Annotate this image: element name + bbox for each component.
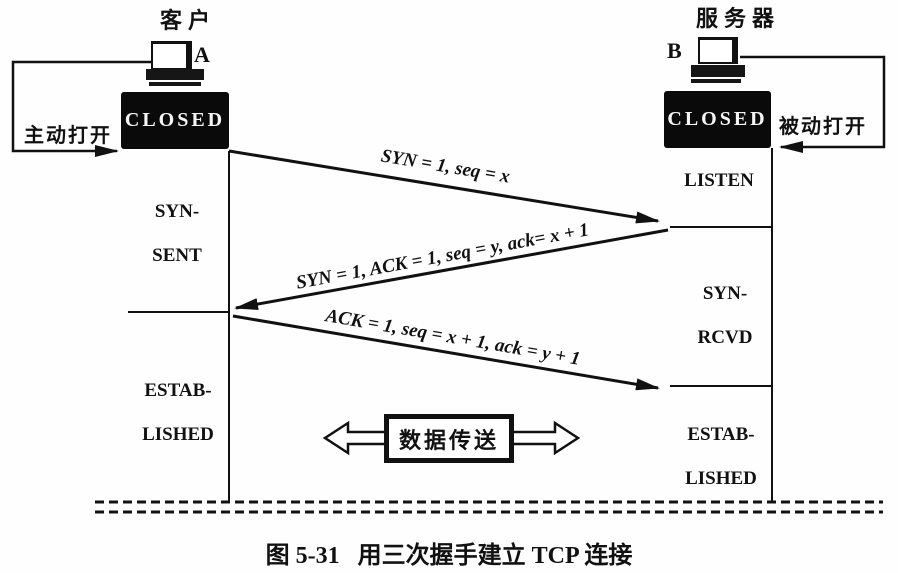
message-arrow-synack <box>234 228 669 310</box>
client-keyboard-icon <box>146 69 204 80</box>
server-state-listen: LISTEN <box>684 170 754 191</box>
server-host-letter: B <box>667 38 682 63</box>
server-state-syn-rcvd-line1: SYN- <box>702 283 748 304</box>
server-state-established: ESTAB- LISHED <box>671 424 771 490</box>
server-state-established-line1: ESTAB- <box>687 424 755 445</box>
server-keyboard-icon <box>691 65 745 77</box>
figure-caption-number: 图 5-31 <box>265 543 340 569</box>
server-state-closed: CLOSED <box>664 91 771 148</box>
figure-caption-title: 用三次握手建立 TCP 连接 <box>357 543 633 569</box>
client-state-established-line2: LISHED <box>142 424 214 445</box>
client-state-syn-sent-line2: SENT <box>152 245 202 266</box>
server-base-icon <box>691 79 741 83</box>
figure-caption: 图 5-31 用三次握手建立 TCP 连接 <box>0 535 898 570</box>
data-transfer-box: 数据传送 <box>384 414 514 463</box>
message-arrow-ack <box>232 314 660 391</box>
data-transfer-left-arrow-icon <box>322 420 388 456</box>
server-state-syn-rcvd: SYN- RCVD <box>675 283 775 349</box>
server-role-label: 服务器 <box>695 6 780 31</box>
data-transfer-right-arrow-icon <box>510 420 581 456</box>
server-open-action-label: 被动打开 <box>779 116 867 138</box>
server-state-syn-rcvd-line2: RCVD <box>697 327 753 348</box>
server-state-established-line2: LISHED <box>685 468 757 489</box>
client-state-closed: CLOSED <box>121 92 229 149</box>
client-state-syn-sent-line1: SYN- <box>154 201 200 222</box>
server-monitor-icon <box>698 37 738 64</box>
client-state-established-line1: ESTAB- <box>144 380 212 401</box>
client-monitor-icon <box>151 41 192 70</box>
message-arrow-syn <box>228 149 660 224</box>
client-state-established: ESTAB- LISHED <box>128 380 228 446</box>
client-open-loop-arrow <box>11 60 152 157</box>
server-open-loop-arrow <box>740 55 886 153</box>
client-state-syn-sent: SYN- SENT <box>127 201 227 267</box>
client-role-label: 客户 <box>159 8 216 33</box>
client-base-icon <box>149 82 201 86</box>
client-open-action-label: 主动打开 <box>24 125 112 147</box>
client-host-letter: A <box>194 42 210 67</box>
